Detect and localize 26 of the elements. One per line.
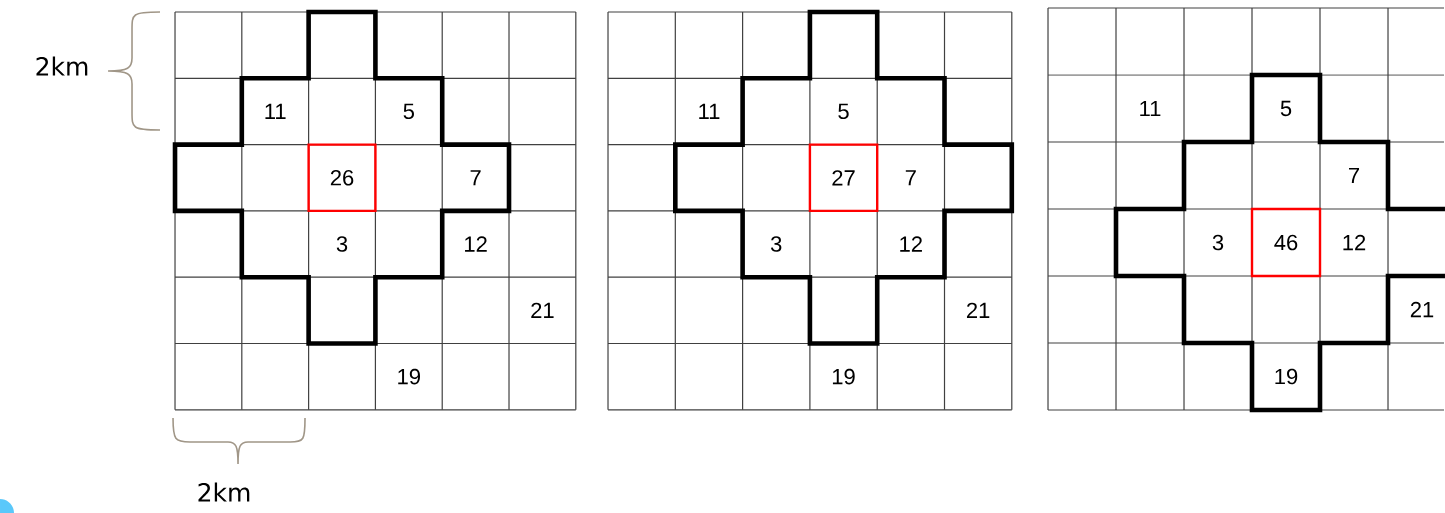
cell-number: 19 [1275,368,1298,385]
dimension-label: 2km [36,56,88,76]
cell-number: 7 [1349,167,1359,184]
cell-number: 3 [770,236,782,252]
cell-number: 11 [699,103,720,119]
cell-number: 3 [1212,234,1224,251]
cell-number: 12 [1343,234,1366,251]
cell-number: 26 [330,170,354,186]
cell-number: 19 [398,368,420,385]
cell-number: 21 [531,302,554,318]
cell-number: 5 [838,103,849,120]
cell-number: 19 [832,368,855,385]
cell-number: 21 [966,302,990,318]
cell-number: 7 [905,170,916,186]
cell-number: 7 [470,170,481,186]
cell-number: 21 [1410,301,1434,318]
cell-number: 46 [1274,234,1298,251]
cell-number: 5 [403,103,414,120]
cell-number: 3 [336,236,348,252]
cell-number: 11 [265,103,286,119]
cell-number: 27 [832,170,855,186]
cell-number: 12 [465,236,487,252]
cell-number: 11 [1140,100,1161,117]
cell-number: 5 [1280,100,1292,117]
cell-number: 12 [900,236,922,252]
dimension-label: 2km [198,482,250,502]
